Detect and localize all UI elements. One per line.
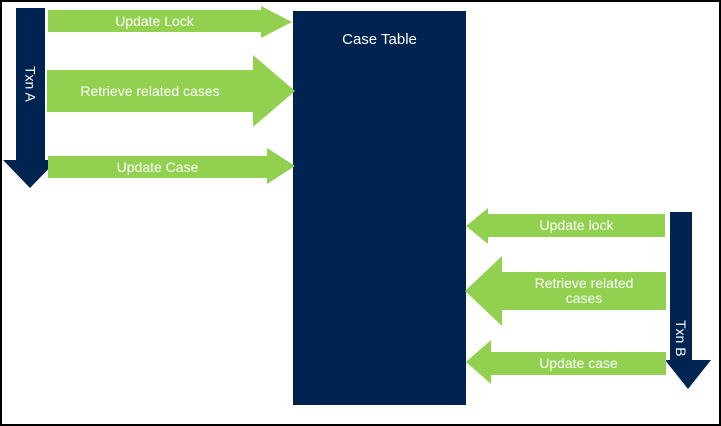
txn-b-arrow-down-head-icon (665, 360, 711, 389)
txn-b-step-update-lock-label: Update lock (539, 217, 614, 233)
case-table-box: Case Table (293, 11, 466, 405)
txn-a-step-retrieve-related-cases-label: Retrieve related cases (80, 82, 220, 99)
txn-a-arrow-shaft: Txn A (16, 8, 45, 160)
txn-b-step-update-case: Update case (491, 352, 666, 375)
txn-b-label: Txn B (673, 320, 689, 357)
txn-a-label: Txn A (22, 66, 39, 102)
txn-b-step-update-lock: Update lock (488, 214, 665, 237)
txn-b-arrow-shaft: Txn B (670, 212, 692, 360)
arrow-right-head-icon (253, 55, 295, 127)
txn-a-step-update-case: Update Case (48, 156, 267, 178)
arrow-left-head-icon (466, 340, 491, 384)
arrow-left-head-icon (465, 256, 502, 326)
arrow-left-head-icon (466, 208, 488, 244)
txn-a-step-update-case-label: Update Case (116, 158, 199, 175)
txn-b-step-retrieve-related-cases-label: Retrieve related cases (534, 275, 634, 306)
txn-a-step-update-lock: Update Lock (48, 10, 261, 32)
txn-b-step-update-case-label: Update case (539, 355, 618, 371)
txn-a-step-retrieve-related-cases: Retrieve related cases (47, 70, 253, 112)
txn-a-step-update-lock-label: Update Lock (115, 12, 194, 29)
case-table-title: Case Table (342, 31, 417, 48)
arrow-right-head-icon (267, 148, 295, 184)
arrow-right-head-icon (261, 6, 292, 38)
txn-b-step-retrieve-related-cases: Retrieve related cases (502, 272, 666, 310)
